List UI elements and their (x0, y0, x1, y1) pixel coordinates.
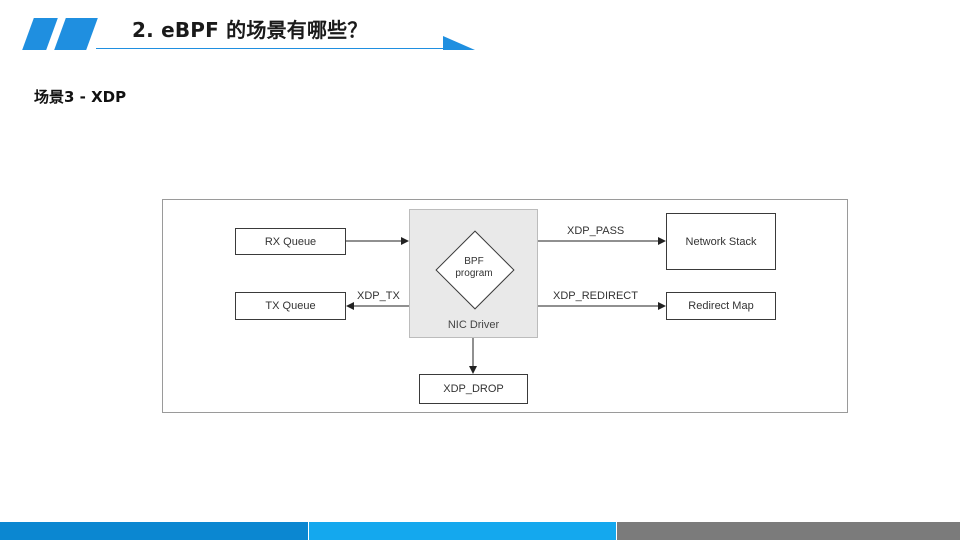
bpf-program-label-line1: BPF (464, 256, 484, 267)
xdp-drop-label: XDP_DROP (443, 383, 504, 395)
network-stack-node: Network Stack (666, 213, 776, 270)
footer-bar-right (617, 522, 960, 540)
edge-label-xdp-redirect: XDP_REDIRECT (553, 290, 638, 302)
section-subtitle: 场景3 - XDP (34, 88, 127, 106)
bpf-program-label: BPF program (440, 256, 508, 280)
edge-label-xdp-tx: XDP_TX (357, 290, 400, 302)
redirect-map-label: Redirect Map (688, 300, 754, 312)
redirect-map-node: Redirect Map (666, 292, 776, 320)
edge-label-xdp-pass: XDP_PASS (567, 225, 625, 237)
bpf-program-label-line2: program (455, 268, 493, 279)
network-stack-label: Network Stack (685, 235, 757, 248)
tx-queue-label: TX Queue (265, 300, 316, 312)
page-title: 2. eBPF 的场景有哪些？ (132, 18, 368, 42)
rx-queue-label: RX Queue (264, 235, 317, 248)
header-underline (96, 48, 446, 49)
xdp-drop-node: XDP_DROP (419, 374, 528, 404)
rx-queue-node: RX Queue (235, 228, 346, 255)
footer-bar-middle (309, 522, 616, 540)
footer-bar-left (0, 522, 308, 540)
nic-driver-label: NIC Driver (447, 319, 500, 331)
tx-queue-node: TX Queue (235, 292, 346, 320)
header-arrow-decoration (443, 36, 475, 50)
